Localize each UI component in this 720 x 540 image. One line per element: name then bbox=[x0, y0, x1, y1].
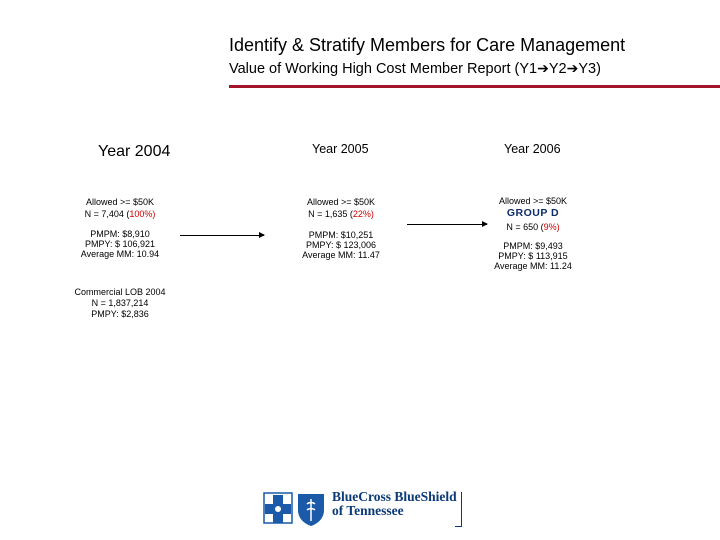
count-suffix: ) bbox=[556, 222, 560, 232]
logo-line-2: of Tennessee bbox=[332, 503, 404, 518]
count-prefix: N = 1,635 ( bbox=[308, 209, 353, 219]
group-d-label: GROUP D bbox=[506, 207, 560, 219]
year-2005-heading: Year 2005 bbox=[312, 142, 369, 156]
year-2005-allowed: Allowed >= $50K bbox=[306, 197, 376, 207]
blue-cross-shield-icon bbox=[263, 492, 324, 526]
year-2004-count: N = 7,404 (100%) bbox=[65, 209, 175, 220]
year-2004-avg-mm: Average MM: 10.94 bbox=[80, 249, 160, 259]
year-2006-count: N = 650 (9%) bbox=[473, 222, 593, 233]
logo-wordmark: BlueCross BlueShield of Tennessee bbox=[332, 490, 457, 518]
logo-line-1: BlueCross BlueShield bbox=[332, 489, 457, 504]
count-percent: 9% bbox=[543, 222, 557, 232]
subtitle-prefix: Value of Working High Cost Member Report… bbox=[229, 61, 538, 77]
count-prefix: N = 7,404 ( bbox=[84, 209, 130, 219]
year-2005-pmpy: PMPY: $ 123,006 bbox=[305, 240, 377, 250]
year-2005-avg-mm: Average MM: 11.47 bbox=[302, 250, 380, 260]
count-percent: 100% bbox=[129, 209, 153, 219]
year-2006-pmpm: PMPM: $9,493 bbox=[503, 241, 563, 251]
year-2004-heading: Year 2004 bbox=[98, 143, 171, 160]
right-arrow-icon: ➔ bbox=[566, 60, 579, 76]
bcbst-logo: BlueCross BlueShield of Tennessee bbox=[262, 490, 462, 526]
year-2005-pmpm: PMPM: $10,251 bbox=[308, 230, 374, 240]
count-percent: 22% bbox=[352, 209, 371, 219]
count-suffix: ) bbox=[152, 209, 156, 219]
subtitle-mid: Y2 bbox=[548, 61, 567, 77]
count-suffix: ) bbox=[370, 209, 374, 219]
commercial-lob-count: N = 1,837,214 bbox=[91, 298, 149, 308]
year-2006-pmpy: PMPY: $ 113,915 bbox=[498, 251, 568, 261]
year-2005-count: N = 1,635 (22%) bbox=[281, 209, 401, 220]
count-prefix: N = 650 ( bbox=[506, 222, 544, 232]
year-2006-heading: Year 2006 bbox=[504, 142, 561, 156]
header-divider bbox=[229, 85, 720, 88]
logo-bracket bbox=[455, 492, 462, 527]
subtitle-suffix: Y3) bbox=[578, 61, 601, 77]
right-arrow-icon: ➔ bbox=[537, 60, 549, 76]
commercial-lob-pmpy: PMPY: $2,836 bbox=[91, 309, 149, 319]
arrow-2005-to-2006 bbox=[407, 221, 488, 227]
year-2006-allowed: Allowed >= $50K bbox=[498, 196, 568, 206]
year-2004-allowed: Allowed >= $50K bbox=[85, 197, 155, 207]
arrow-2004-to-2005 bbox=[180, 232, 265, 238]
page-subtitle: Value of Working High Cost Member Report… bbox=[229, 60, 601, 77]
year-2004-pmpy: PMPY: $ 106,921 bbox=[84, 239, 156, 249]
page-title: Identify & Stratify Members for Care Man… bbox=[229, 35, 626, 55]
year-2006-avg-mm: Average MM: 11.24 bbox=[494, 261, 572, 271]
commercial-lob-label: Commercial LOB 2004 bbox=[74, 287, 166, 297]
year-2004-pmpm: PMPM: $8,910 bbox=[90, 229, 150, 239]
